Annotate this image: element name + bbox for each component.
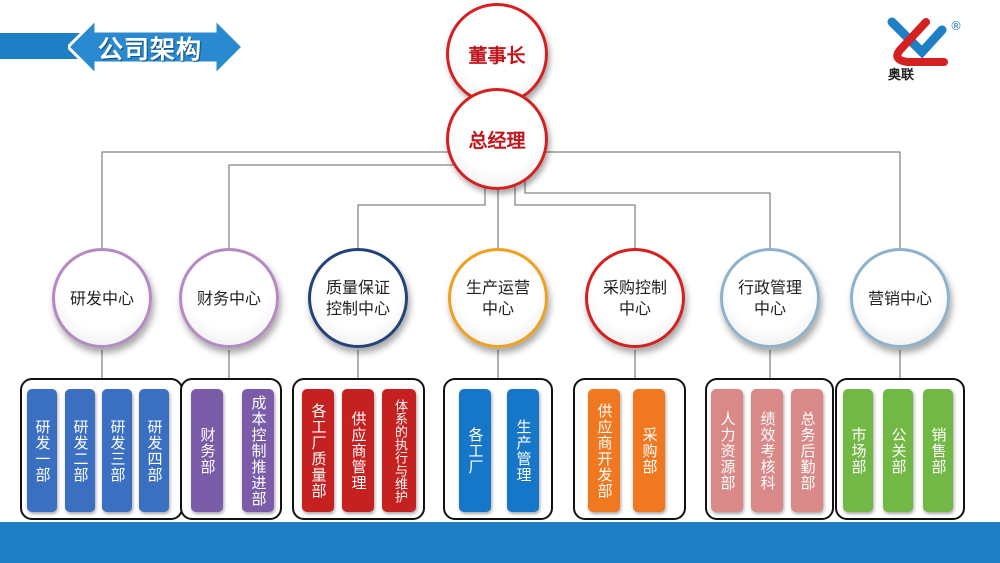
dept-box: 市场部 [843,389,873,512]
company-logo: ® [887,17,962,66]
dept-box: 总务后勤部 [791,389,823,512]
company-logo-text: 奥联 [888,68,915,83]
center-label: 采购控制 中心 [602,278,667,318]
center-label: 研发中心 [69,288,134,308]
center-label: 质量保证 控制中心 [325,278,390,318]
dept-box: 研发四部 [139,389,169,512]
center-marketing: 营销中心 [850,248,950,348]
center-administration: 行政管理 中心 [720,248,820,348]
dept-label: 总务后勤部 [798,410,817,491]
page-title: 公司架构 [98,35,203,64]
dept-label: 财务部 [198,426,217,475]
center-quality: 质量保证 控制中心 [308,248,408,348]
center-procurement: 采购控制 中心 [585,248,685,348]
chairman-label: 董事长 [468,44,526,67]
dept-box: 财务部 [191,389,223,512]
dept-box: 供应商开发部 [588,389,620,512]
center-rd: 研发中心 [52,248,152,348]
general-manager-label: 总经理 [468,129,526,152]
dept-label: 公关部 [889,426,908,475]
dept-box: 销售部 [923,389,953,512]
dept-label: 人力资源部 [718,410,737,491]
dept-box: 绩效考核科 [751,389,783,512]
dept-box: 研发二部 [65,389,95,512]
dept-label: 各工厂 [466,426,485,475]
title-double-arrow [68,15,243,79]
dept-label: 研发四部 [145,418,164,483]
center-production: 生产运营 中心 [448,248,548,348]
dept-box: 体系的执行与维护 [382,389,416,512]
dept-label: 成本控制推进部 [249,394,268,507]
dept-label: 研发三部 [108,418,127,483]
footer-band [0,522,1000,563]
chairman-node: 董事长 [446,3,548,105]
dept-label: 市场部 [849,426,868,475]
registered-mark: ® [950,19,962,33]
center-label: 行政管理 中心 [737,278,802,318]
center-label: 生产运营 中心 [465,278,530,318]
general-manager-node: 总经理 [446,88,548,190]
header-band [0,33,80,59]
dept-label: 各工厂质量部 [309,402,328,499]
center-label: 财务中心 [196,288,261,308]
dept-box: 各工厂质量部 [302,389,334,512]
dept-label: 采购部 [640,426,659,475]
dept-box: 供应商管理 [342,389,374,512]
dept-label: 供应商开发部 [595,402,614,499]
dept-box: 生产管理 [507,389,539,512]
dept-label: 供应商管理 [349,410,368,491]
dept-label: 生产管理 [514,418,533,483]
dept-box: 成本控制推进部 [242,389,274,512]
dept-box: 人力资源部 [711,389,743,512]
center-label: 营销中心 [867,288,932,308]
dept-box: 研发一部 [27,389,57,512]
dept-label: 销售部 [929,426,948,475]
dept-label: 体系的执行与维护 [392,398,407,503]
dept-label: 绩效考核科 [758,410,777,491]
dept-label: 研发一部 [33,418,52,483]
dept-box: 各工厂 [459,389,491,512]
dept-box: 公关部 [883,389,913,512]
dept-box: 采购部 [633,389,665,512]
dept-label: 研发二部 [71,418,90,483]
center-finance: 财务中心 [179,248,279,348]
dept-box: 研发三部 [102,389,132,512]
